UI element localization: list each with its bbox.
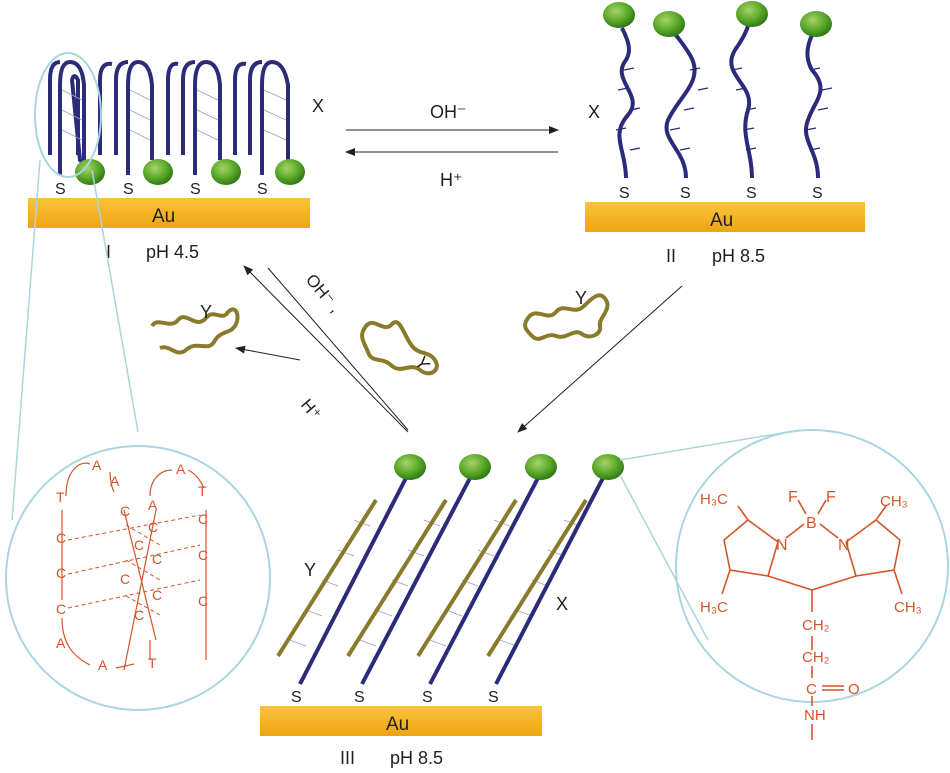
- svg-text:C: C: [198, 511, 208, 527]
- svg-text:A: A: [148, 497, 158, 513]
- thiol-labels-II: S S S S: [619, 185, 823, 202]
- svg-text:S: S: [422, 689, 433, 706]
- svg-text:C: C: [134, 607, 144, 623]
- fluorophore-zoom: F F B N N H₃C CH₃ H₃C CH₃ CH₂ CH₂ C O NH: [619, 429, 949, 740]
- svg-text:C: C: [56, 530, 66, 546]
- zoom-circle-small: [34, 52, 102, 178]
- fluorophore-beads-III: [394, 454, 624, 480]
- i-motif-bases: T C C C A A A C C C C A C C C T T C C C …: [56, 457, 208, 673]
- svg-text:S: S: [291, 689, 302, 706]
- svg-text:T: T: [148, 655, 157, 671]
- svg-text:C: C: [120, 571, 130, 587]
- i-motif-hbonds: [67, 514, 201, 616]
- svg-text:C: C: [120, 503, 130, 519]
- svg-text:F: F: [788, 489, 798, 506]
- state-I: Au S S S S X: [28, 52, 324, 262]
- y-label-free3: Y: [575, 288, 587, 308]
- fluorophore-beads-II: [603, 1, 832, 37]
- i-motif-backbone: [61, 462, 207, 671]
- reagent-oh-top: OH⁻: [430, 102, 467, 122]
- equilibrium-top: OH⁻ H⁺: [345, 102, 559, 190]
- state-I-number: I: [106, 242, 111, 262]
- svg-text:B: B: [806, 515, 817, 532]
- svg-text:C: C: [148, 519, 158, 535]
- strand-x-label-II: X: [588, 102, 600, 122]
- svg-text:A: A: [98, 657, 108, 673]
- au-label-II: Au: [710, 210, 733, 231]
- bodipy-structure: [721, 499, 903, 740]
- svg-text:H₃C: H₃C: [700, 491, 728, 508]
- state-III-number: III: [340, 748, 355, 768]
- svg-text:A: A: [56, 635, 66, 651]
- strand-x-label-III: X: [556, 594, 568, 614]
- svg-text:A: A: [92, 457, 102, 473]
- svg-text:A: A: [110, 473, 120, 489]
- svg-text:T: T: [56, 489, 65, 505]
- hairpin-strands-I: [48, 59, 290, 175]
- state-I-ph: pH 4.5: [146, 242, 199, 262]
- i-motif-zoom: T C C C A A A C C C C A C C C T T C C C …: [5, 159, 271, 711]
- svg-text:C: C: [56, 601, 66, 617]
- base-pair-hatch-I: [61, 89, 287, 141]
- random-coil-strands-II: [617, 17, 823, 179]
- equilibrium-diagonal: OH⁻ , H⁺: [235, 265, 683, 433]
- gold-surface-II: [585, 202, 865, 232]
- svg-text:N: N: [776, 537, 788, 554]
- svg-text:C: C: [152, 587, 162, 603]
- state-III-ph: pH 8.5: [390, 748, 443, 768]
- svg-text:C: C: [152, 551, 162, 567]
- state-II-ph: pH 8.5: [712, 246, 765, 266]
- svg-text:F: F: [826, 489, 836, 506]
- svg-text:CH₂: CH₂: [802, 617, 830, 634]
- svg-text:CH₂: CH₂: [802, 649, 830, 666]
- y-strands-III: [276, 498, 588, 658]
- thiol-labels-III: S S S S: [291, 689, 499, 706]
- svg-text:A: A: [176, 461, 186, 477]
- svg-text:C: C: [198, 593, 208, 609]
- au-label-I: Au: [152, 206, 175, 227]
- gold-surface-I: [28, 198, 310, 228]
- y-label-free1: Y: [200, 302, 212, 322]
- state-III: Au S S S S: [260, 454, 624, 768]
- reagent-h-diag: H⁺: [297, 395, 325, 423]
- reagent-oh-diag: OH⁻ ,: [302, 270, 345, 316]
- bodipy-atoms: F F B N N H₃C CH₃ H₃C CH₃ CH₂ CH₂ C O NH: [700, 489, 922, 724]
- au-label-III: Au: [386, 714, 409, 735]
- free-y-strands: [150, 293, 610, 376]
- state-II-number: II: [666, 246, 676, 266]
- reagent-h-top: H⁺: [440, 170, 463, 190]
- svg-text:S: S: [257, 181, 268, 198]
- base-ticks-II: [615, 67, 833, 151]
- x-strands-III: [298, 475, 606, 685]
- svg-text:O: O: [848, 681, 860, 698]
- i-motif-circle: [5, 445, 271, 711]
- svg-text:S: S: [354, 689, 365, 706]
- svg-text:N: N: [838, 537, 850, 554]
- fluorophore-beads-I: [75, 159, 305, 185]
- svg-text:S: S: [190, 181, 201, 198]
- thiol-labels-I: S S S S: [55, 181, 268, 198]
- svg-text:S: S: [55, 181, 66, 198]
- svg-text:C: C: [56, 565, 66, 581]
- svg-text:S: S: [123, 181, 134, 198]
- svg-text:CH₃: CH₃: [894, 599, 922, 616]
- svg-text:S: S: [488, 689, 499, 706]
- state-II: Au S S S S X II pH 8.5: [585, 1, 865, 266]
- svg-text:C: C: [198, 547, 208, 563]
- svg-text:T: T: [198, 483, 207, 499]
- svg-text:S: S: [746, 185, 757, 202]
- svg-text:S: S: [619, 185, 630, 202]
- gold-surface-III: [260, 706, 542, 736]
- strand-y-label-III: Y: [304, 560, 316, 580]
- svg-text:NH: NH: [804, 707, 826, 724]
- strand-x-label-I: X: [312, 96, 324, 116]
- svg-text:H₃C: H₃C: [700, 599, 728, 616]
- svg-text:S: S: [812, 185, 823, 202]
- svg-text:S: S: [680, 185, 691, 202]
- svg-text:CH₃: CH₃: [880, 493, 908, 510]
- svg-text:C: C: [806, 681, 817, 698]
- svg-text:C: C: [134, 537, 144, 553]
